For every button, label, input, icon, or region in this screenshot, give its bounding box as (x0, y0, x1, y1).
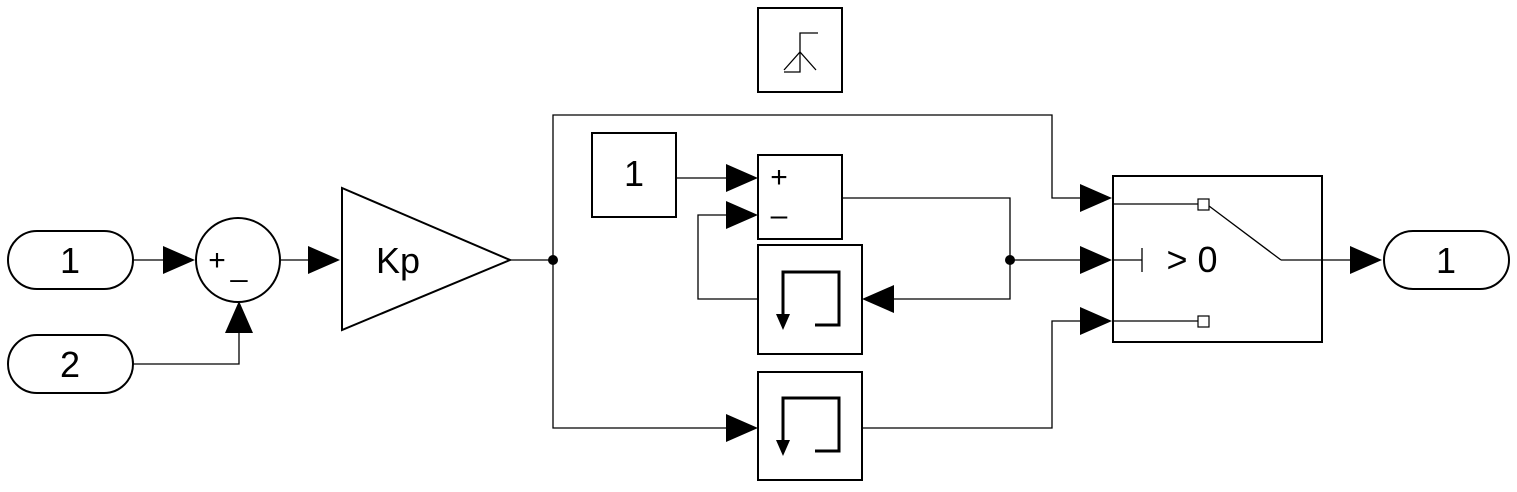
unit-delay-upper[interactable] (757, 244, 863, 355)
unit-delay-icon (776, 270, 841, 330)
inport-1-label: 1 (60, 240, 80, 281)
trigger-port[interactable] (757, 7, 843, 93)
arrowheads (163, 164, 1382, 442)
inport-2-label: 2 (60, 344, 80, 385)
outport-1[interactable]: 1 (1383, 230, 1510, 290)
unit-delay-lower[interactable] (757, 371, 863, 481)
sum-error-minus-sign: _ (230, 250, 249, 283)
constant-value: 1 (624, 153, 644, 194)
gain-block[interactable]: Kp (341, 186, 513, 332)
outport-1-label: 1 (1436, 240, 1456, 281)
sum-error-plus-sign: + (208, 244, 226, 277)
inport-1[interactable]: 1 (7, 230, 134, 290)
switch-block[interactable]: > 0 (1112, 175, 1323, 343)
sum-wrap-plus-sign: + (770, 161, 788, 194)
sum-wrap-minus-sign: – (771, 199, 788, 232)
sum-error-block[interactable]: + _ (195, 217, 281, 303)
switch-icon (1113, 198, 1322, 328)
constant-block[interactable]: 1 (591, 132, 677, 218)
signal-lines (133, 114, 1352, 429)
branch-point-2 (1005, 255, 1015, 265)
unit-delay-icon (776, 396, 841, 456)
rising-edge-trigger-icon (783, 32, 818, 73)
switch-criterion: > 0 (1166, 239, 1217, 280)
branch-point-1 (548, 255, 558, 265)
sum-wrap-block[interactable]: + – (757, 154, 843, 240)
inport-2[interactable]: 2 (7, 334, 134, 394)
gain-label: Kp (376, 240, 420, 281)
